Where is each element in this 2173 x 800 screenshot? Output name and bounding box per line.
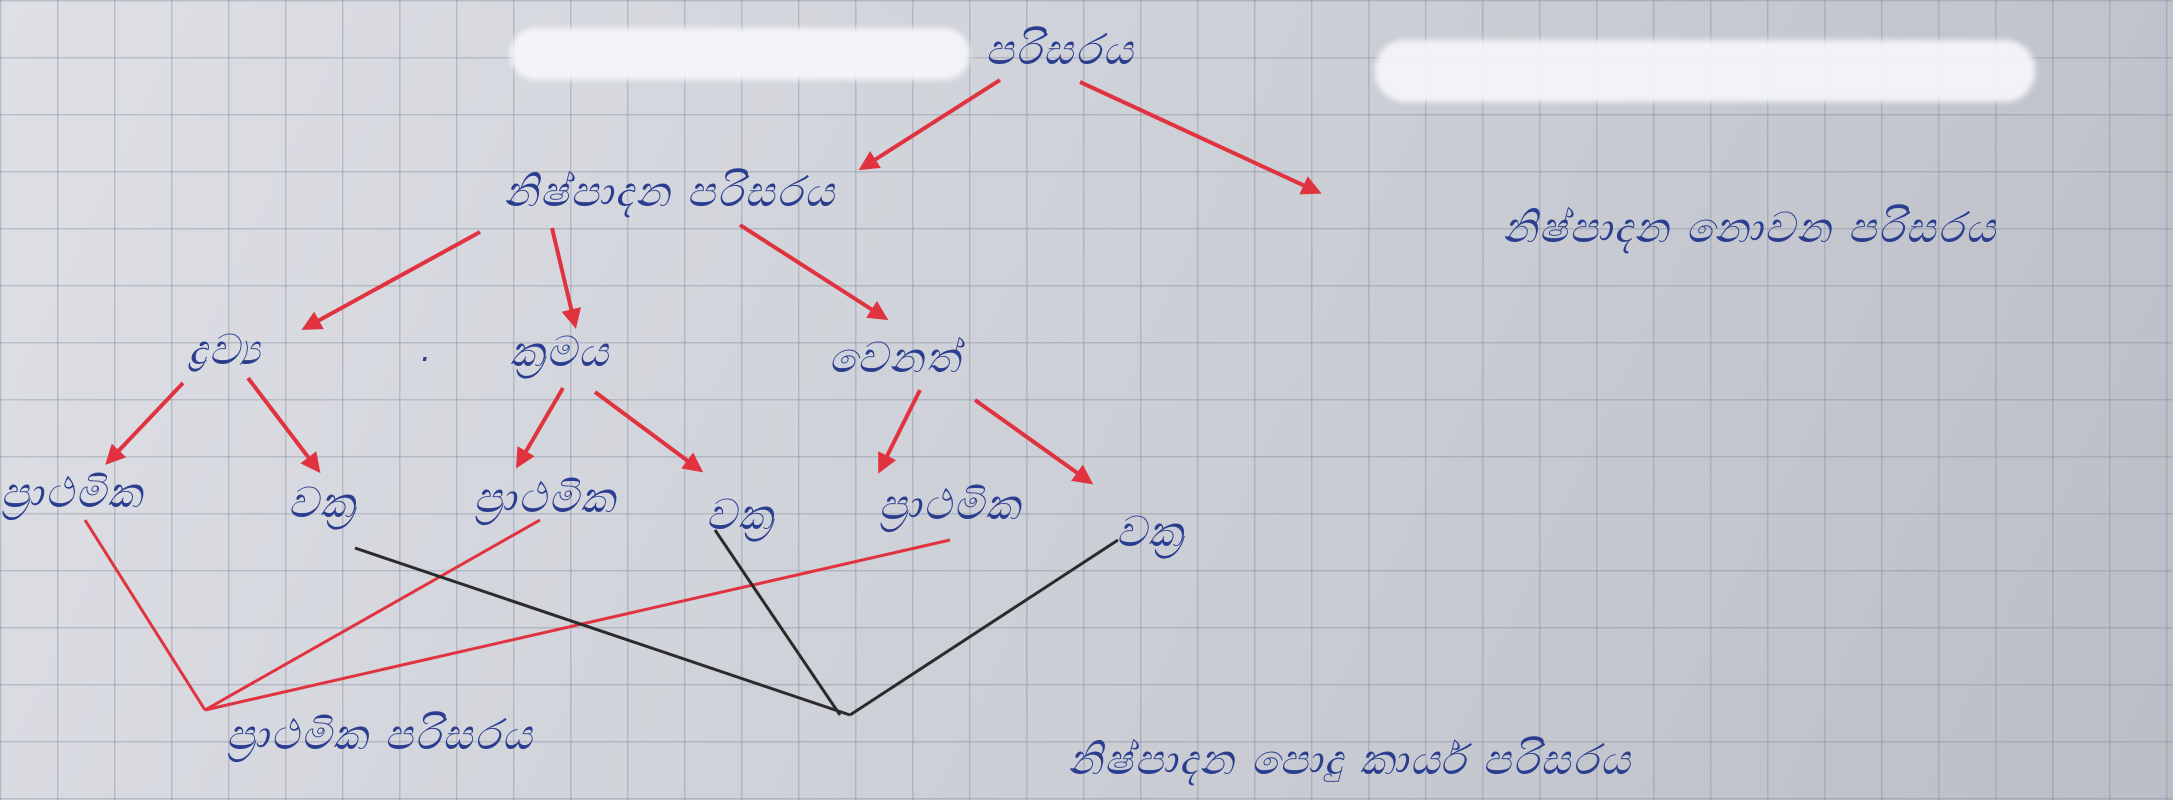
arrow-materials-to-primary	[105, 381, 185, 465]
line-primary2-to-primary-environment	[204, 518, 541, 712]
arrow-other-to-indirect	[973, 398, 1094, 485]
arrow-other-to-primary	[878, 389, 922, 474]
line-indirect1-to-overhead-environment	[354, 546, 851, 717]
line-primary1-to-primary-environment	[83, 519, 207, 711]
line-primary3-to-primary-environment	[204, 538, 951, 712]
line-indirect3-to-overhead-environment	[849, 538, 1119, 717]
node-materials-primary: ප්‍රාථමික	[0, 468, 144, 517]
node-other-indirect: වක්‍ර	[1115, 507, 1185, 556]
node-production-environment: නිෂ්පාදන පරිසරය	[503, 167, 837, 216]
node-other-primary: ප්‍රාථමික	[878, 480, 1022, 529]
node-method: ක්‍රමය	[509, 327, 611, 376]
separator-dot: .	[420, 331, 434, 369]
node-non-production-environment: නිෂ්පාදන නොවන පරිසරය	[1502, 203, 1998, 252]
arrow-root-to-production	[858, 78, 1002, 171]
arrow-root-to-non-production	[1079, 80, 1322, 195]
arrow-production-to-method	[550, 227, 582, 329]
node-method-primary: ප්‍රාථමික	[473, 473, 617, 522]
redaction-patch-left	[510, 28, 970, 80]
node-materials-indirect: වක්‍ර	[287, 478, 357, 527]
node-method-indirect: වක්‍ර	[705, 490, 775, 539]
node-other: වෙනත්	[828, 333, 962, 382]
redaction-patch-right	[1375, 40, 2035, 102]
node-materials: ද්‍රව්‍ය	[188, 325, 262, 374]
node-production-overhead-environment: නිෂ්පාදන පොදු කාර්ය පරිසරය	[1067, 735, 1633, 784]
arrow-production-to-other	[738, 223, 889, 321]
arrow-method-to-primary	[515, 386, 565, 469]
arrow-method-to-indirect	[593, 390, 704, 473]
arrow-production-to-materials	[301, 230, 481, 330]
arrow-materials-to-indirect	[246, 376, 321, 474]
node-primary-environment: ප්‍රාථමික පරිසරය	[226, 710, 534, 759]
line-indirect2-to-overhead-environment	[713, 529, 842, 716]
node-environment: පරිසරය	[985, 25, 1135, 74]
